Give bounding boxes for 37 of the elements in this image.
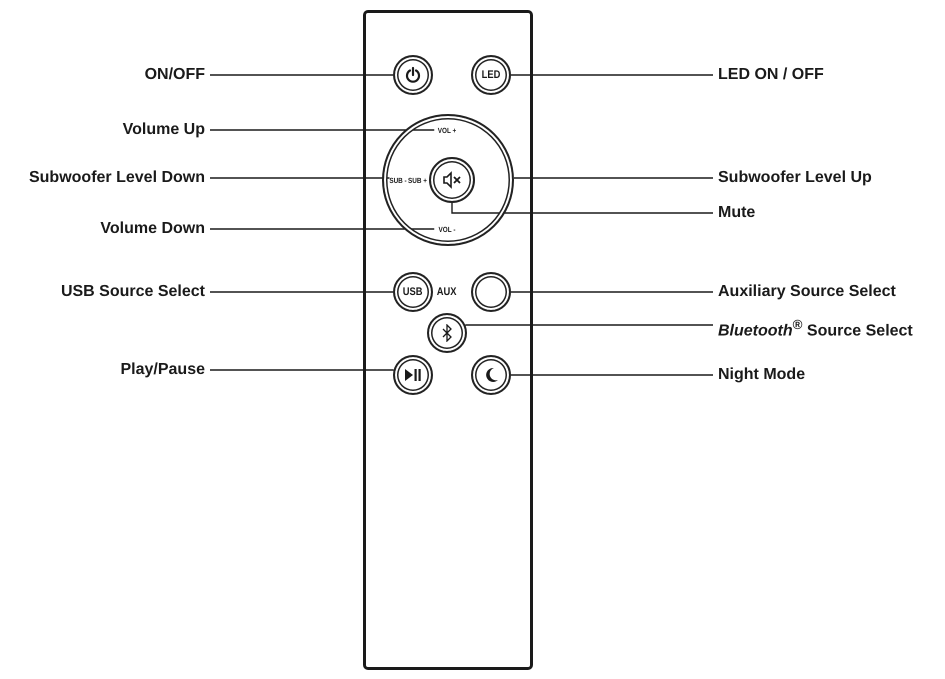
callout-label: Play/Pause <box>5 360 205 380</box>
directional-ring <box>382 114 514 246</box>
callout-label: Subwoofer Level Down <box>5 168 205 188</box>
remote-button <box>393 355 433 395</box>
leader-line <box>465 324 713 326</box>
callout-label: Mute <box>718 203 940 223</box>
remote-button <box>393 272 433 312</box>
leader-line <box>210 129 434 131</box>
remote-button <box>393 55 433 95</box>
leader-line <box>210 177 390 179</box>
callout-label: USB Source Select <box>5 282 205 302</box>
leader-line <box>451 203 713 214</box>
callout-label: Volume Up <box>5 120 205 140</box>
callout-label: Night Mode <box>718 365 940 385</box>
button-label: LED <box>482 69 500 81</box>
remote-button <box>471 272 511 312</box>
button-marking: AUX <box>436 286 456 298</box>
callout-label: Auxiliary Source Select <box>718 282 940 302</box>
callout-label: Subwoofer Level Up <box>718 168 940 188</box>
leader-line <box>511 291 713 293</box>
callout-label: Bluetooth$^{®}$ Source Select <box>718 315 940 335</box>
leader-line <box>511 374 713 376</box>
leader-line <box>210 291 393 293</box>
remote-button <box>429 157 475 203</box>
remote-control-body <box>363 10 533 670</box>
leader-line <box>511 74 713 76</box>
callout-label: LED ON / OFF <box>718 65 940 85</box>
button-label: USB <box>403 286 423 298</box>
leader-line <box>514 177 713 179</box>
leader-line <box>210 228 434 230</box>
remote-button <box>427 313 467 353</box>
leader-line <box>210 369 394 371</box>
callout-label: Volume Down <box>5 219 205 239</box>
leader-line <box>210 74 393 76</box>
remote-button <box>471 355 511 395</box>
remote-button <box>471 55 511 95</box>
callout-label: ON/OFF <box>5 65 205 85</box>
